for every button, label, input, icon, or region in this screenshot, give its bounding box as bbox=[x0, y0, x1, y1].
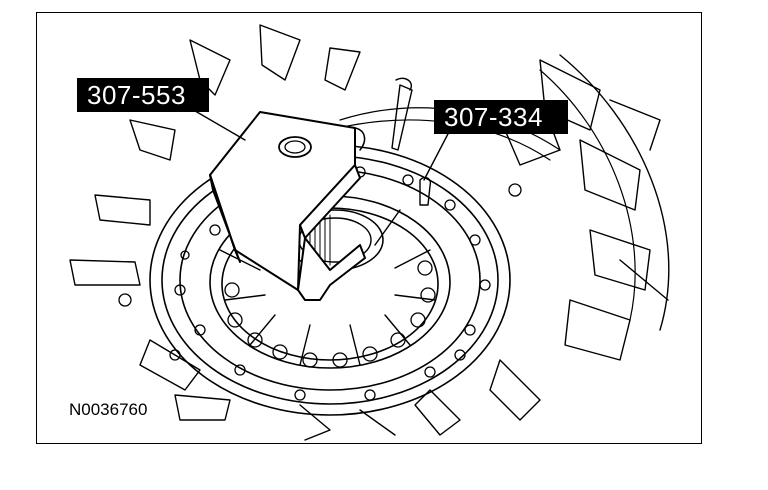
callout-tool-307-553: 307-553 bbox=[77, 78, 209, 112]
callout-tool-307-334: 307-334 bbox=[434, 100, 568, 134]
fan-blades bbox=[69, 24, 669, 441]
holding-tool bbox=[209, 111, 366, 301]
tool-hole bbox=[278, 136, 312, 158]
figure-id: N0036760 bbox=[69, 400, 148, 419]
pin-tool bbox=[391, 84, 413, 151]
diagram-frame bbox=[36, 12, 702, 444]
ring-holes bbox=[118, 166, 522, 401]
